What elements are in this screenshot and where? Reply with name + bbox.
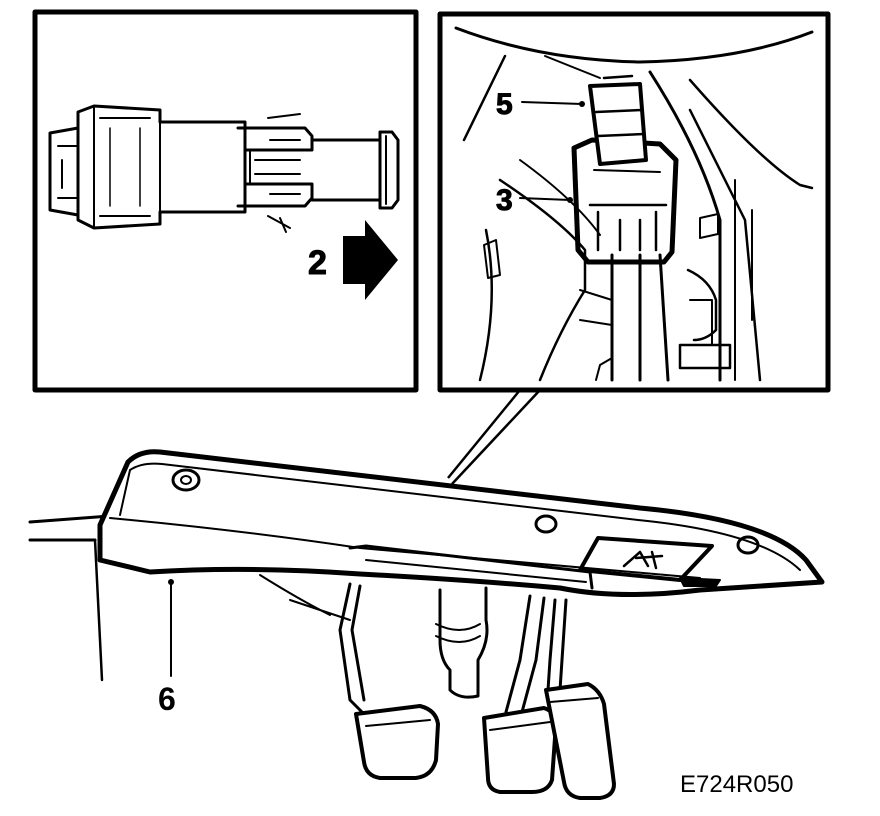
- switch-body: [76, 104, 247, 230]
- leader-3: [519, 197, 571, 201]
- inset-installed-detail: 5 3: [437, 11, 831, 393]
- inset-switch-detail: 2: [32, 9, 419, 393]
- pedal-brake: [482, 706, 558, 794]
- switch-clip-lower: [236, 182, 314, 208]
- panel-hole-2: [534, 514, 558, 534]
- callout-5: 5: [496, 88, 513, 121]
- inset-frame-left: [32, 9, 419, 393]
- callout-2: 2: [308, 244, 327, 282]
- connector-plug: [588, 82, 648, 166]
- leader-5: [521, 101, 583, 105]
- switch-clip-upper: [236, 126, 314, 152]
- pedal-clutch: [354, 704, 440, 780]
- dashboard-panel-scene: [28, 449, 825, 800]
- inset-frame-right: [437, 11, 831, 393]
- brake-rod: [438, 586, 489, 699]
- plunger-cap: [378, 130, 400, 210]
- pedal-accelerator: [544, 682, 616, 800]
- callout-6: 6: [158, 681, 176, 717]
- switch-plunger: [310, 138, 382, 202]
- panel-hole-3: [736, 535, 760, 555]
- switch-plug: [48, 126, 80, 217]
- panel-hole-1: [171, 468, 201, 492]
- direction-arrow: [343, 220, 398, 300]
- pedal-arm: [610, 253, 670, 382]
- callout-3: 3: [496, 184, 513, 217]
- figure-reference: E724R050: [680, 771, 793, 798]
